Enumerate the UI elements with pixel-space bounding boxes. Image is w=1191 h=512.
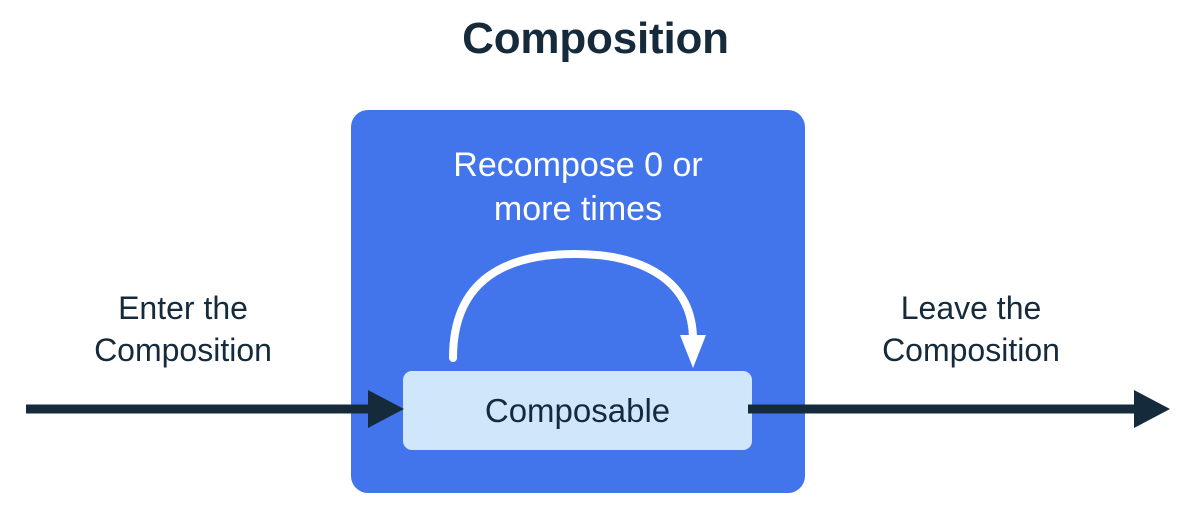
page-title: Composition <box>462 14 729 63</box>
composable-node: Composable <box>403 371 752 450</box>
recompose-loop-arrow-icon <box>449 249 706 368</box>
leave-composition-label: Leave the Composition <box>882 290 1060 368</box>
leave-composition-arrow-icon <box>748 390 1170 428</box>
enter-composition-label: Enter the Composition <box>94 290 272 368</box>
enter-composition-arrow-icon <box>26 390 404 428</box>
recompose-caption: Recompose 0 or more times <box>453 146 703 228</box>
composable-label: Composable <box>484 392 671 429</box>
